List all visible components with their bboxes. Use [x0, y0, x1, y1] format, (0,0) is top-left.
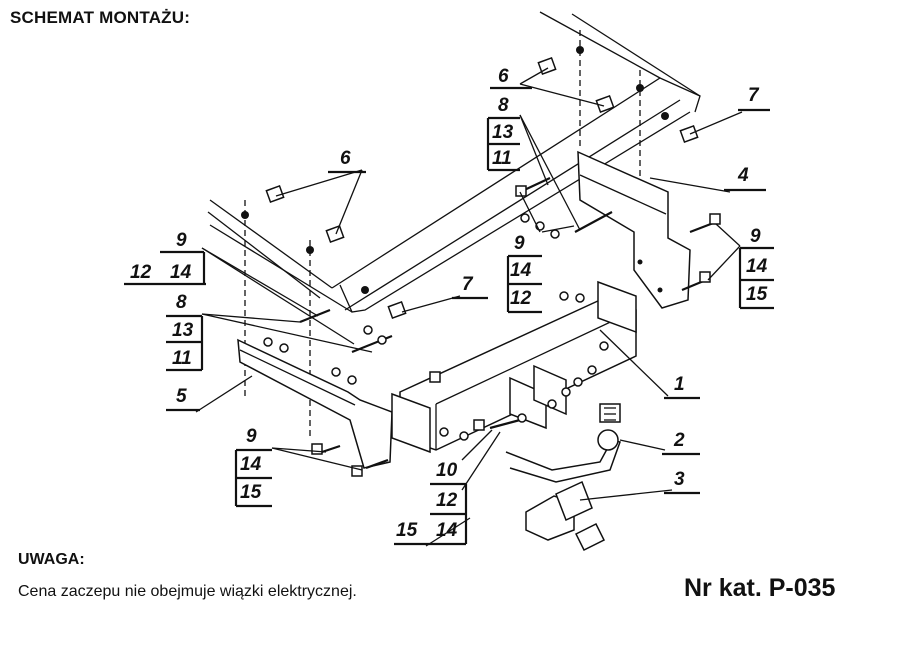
label-part-7: 7 [462, 274, 474, 295]
label-part-2: 2 [673, 430, 685, 451]
catalog-number: Nr kat. P-035 [684, 574, 836, 602]
label-part-11: 11 [172, 348, 192, 369]
bracket-parts [265, 57, 699, 319]
cross-beam [391, 280, 637, 454]
label-part-5: 5 [176, 386, 187, 407]
right-side-plate [577, 150, 691, 309]
label-part-13: 13 [492, 122, 514, 143]
note-heading: UWAGA: [18, 551, 85, 568]
left-side-plate [237, 338, 393, 469]
label-part-15: 15 [240, 482, 262, 503]
label-part-9: 9 [176, 230, 187, 251]
assembly-diagram: 6 8 13 11 7 4 6 9 12 14 8 13 11 5 7 9 [124, 11, 774, 552]
note-text: Cena zaczepu nie obejmuje wiązki elektry… [18, 583, 357, 600]
label-part-8: 8 [176, 292, 187, 313]
vehicle-frame [207, 11, 701, 440]
label-part-10: 10 [436, 460, 458, 481]
label-part-14: 14 [746, 256, 768, 277]
bolts-and-nuts [263, 177, 721, 477]
label-part-14: 14 [170, 262, 192, 283]
label-part-12: 12 [130, 262, 152, 283]
label-part-6: 6 [498, 66, 509, 87]
label-part-14: 14 [436, 520, 458, 541]
label-part-9: 9 [246, 426, 257, 447]
label-part-4: 4 [737, 165, 749, 186]
label-part-6: 6 [340, 148, 351, 169]
label-part-8: 8 [498, 95, 509, 116]
label-part-1: 1 [674, 374, 685, 395]
label-part-13: 13 [172, 320, 194, 341]
label-part-7: 7 [748, 85, 760, 106]
label-part-14: 14 [240, 454, 262, 475]
tow-ball-arm [505, 403, 621, 483]
label-part-15: 15 [396, 520, 418, 541]
label-part-14: 14 [510, 260, 532, 281]
callout-labels: 6 8 13 11 7 4 6 9 12 14 8 13 11 5 7 9 [124, 66, 774, 546]
label-part-3: 3 [674, 469, 685, 490]
page-title: SCHEMAT MONTAŻU: [10, 8, 191, 27]
electrical-socket [525, 480, 606, 552]
leader-lines [195, 67, 743, 547]
label-part-12: 12 [436, 490, 458, 511]
label-part-15: 15 [746, 284, 768, 305]
label-part-9: 9 [514, 233, 525, 254]
label-part-12: 12 [510, 288, 532, 309]
label-part-11: 11 [492, 148, 512, 169]
label-part-9: 9 [750, 226, 761, 247]
